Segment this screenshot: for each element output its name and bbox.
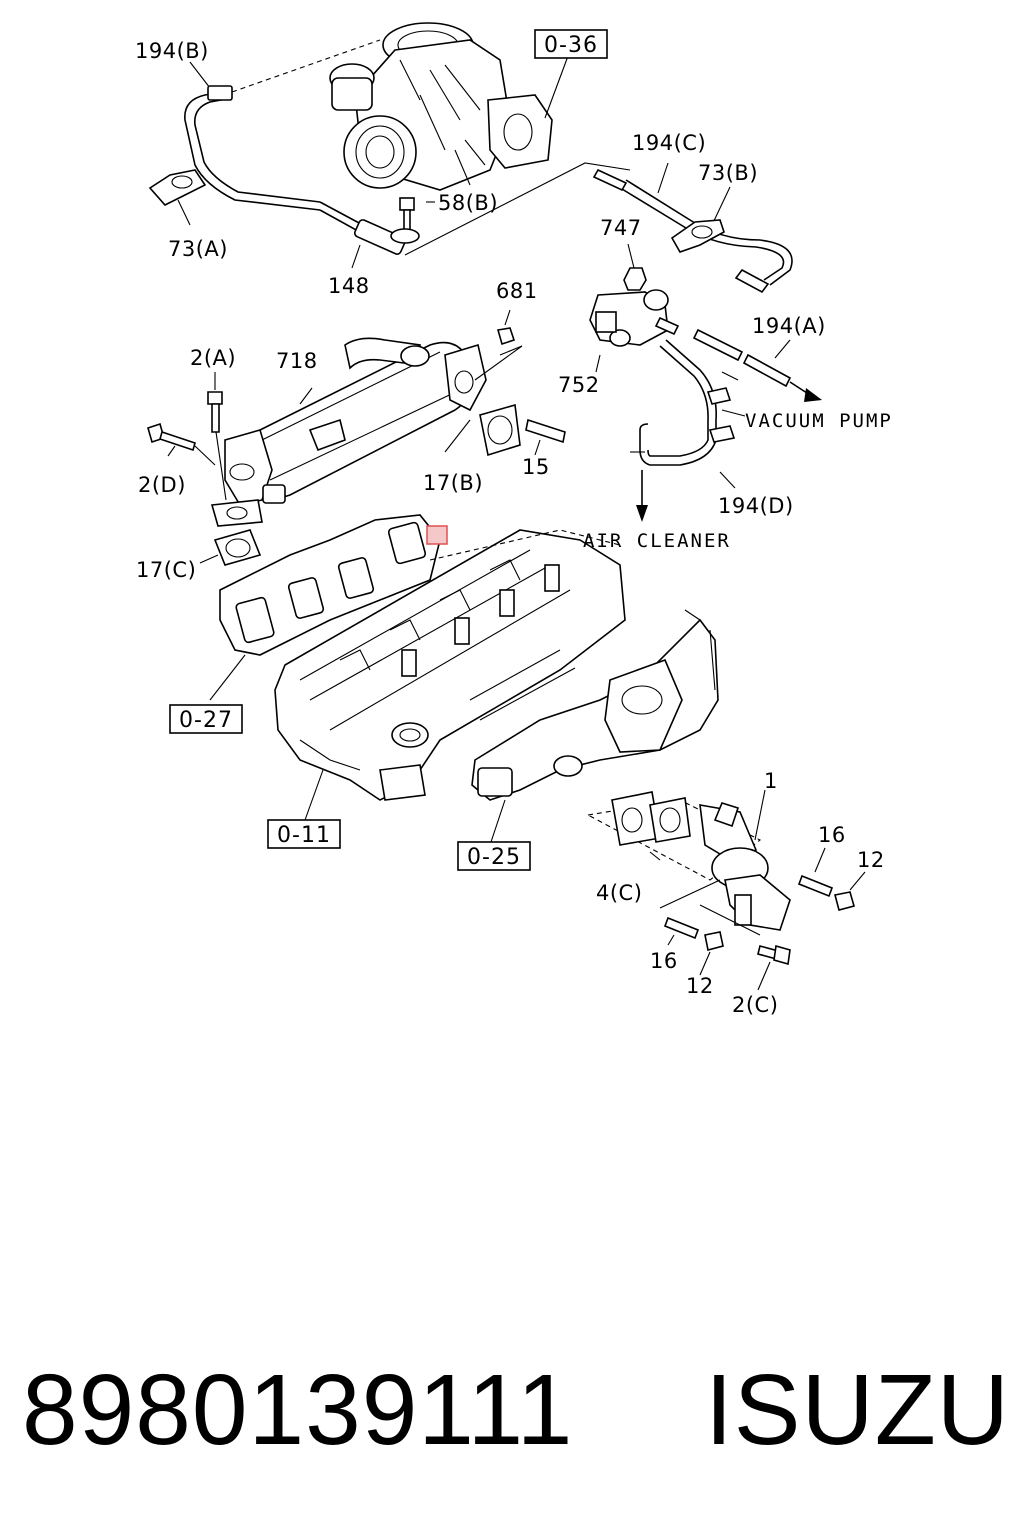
intake-manifold xyxy=(471,609,719,846)
highlight-marker xyxy=(426,525,448,545)
ref-box-0-25: 0-25 xyxy=(457,841,531,871)
svg-text:0-25: 0-25 xyxy=(467,845,521,870)
label-2a: 2(A) xyxy=(190,346,236,370)
footer-caption: 8980139111 ISUZU xyxy=(0,1345,1024,1475)
label-194b: 194(B) xyxy=(135,39,209,63)
label-17c: 17(C) xyxy=(136,558,196,582)
brand-name: ISUZU xyxy=(705,1354,1010,1466)
label-12-upper: 12 xyxy=(857,848,885,872)
ref-box-0-36: 0-36 xyxy=(534,29,608,59)
svg-text:0-11: 0-11 xyxy=(277,823,331,848)
gasket-17b xyxy=(479,403,521,457)
hose-194d xyxy=(630,339,746,522)
egr-cooler-718 xyxy=(210,337,487,527)
label-73a: 73(A) xyxy=(168,237,228,261)
clip-73b xyxy=(670,219,725,253)
svg-text:0-27: 0-27 xyxy=(179,708,233,733)
label-17b: 17(B) xyxy=(423,471,483,495)
label-1: 1 xyxy=(764,769,778,793)
turbocharger xyxy=(329,22,553,191)
label-73b: 73(B) xyxy=(698,161,758,185)
label-194c: 194(C) xyxy=(632,131,706,155)
label-2c: 2(C) xyxy=(732,993,778,1017)
nut-12-upper xyxy=(834,871,866,911)
label-15: 15 xyxy=(522,455,550,479)
turbo-leaders xyxy=(189,39,631,256)
bolt-2c xyxy=(757,944,791,991)
label-752: 752 xyxy=(558,373,600,397)
label-vacuum-pump: VACUUM PUMP xyxy=(745,410,893,432)
solenoid-752 xyxy=(589,243,680,373)
label-58b: 58(B) xyxy=(438,191,498,215)
label-2d: 2(D) xyxy=(138,473,186,497)
label-4c: 4(C) xyxy=(596,881,642,905)
svg-text:0-36: 0-36 xyxy=(544,33,598,58)
stud-16-lower xyxy=(663,916,700,946)
label-747: 747 xyxy=(600,216,642,240)
egr-valve-1 xyxy=(586,789,791,936)
bolt-2d xyxy=(147,422,216,466)
fitting-148 xyxy=(351,197,420,269)
label-681: 681 xyxy=(496,279,538,303)
gasket-17c xyxy=(199,529,262,566)
nut-681 xyxy=(474,309,523,381)
bolt-2a xyxy=(207,372,227,501)
label-194a: 194(A) xyxy=(752,314,826,338)
label-148: 148 xyxy=(328,274,370,298)
nut-12-lower xyxy=(699,931,724,976)
label-12-lower: 12 xyxy=(686,974,714,998)
label-194d: 194(D) xyxy=(718,494,794,518)
label-16-upper: 16 xyxy=(818,823,846,847)
stud-15 xyxy=(525,418,566,456)
ref-box-0-27: 0-27 xyxy=(169,704,243,734)
ref-box-0-11: 0-11 xyxy=(267,819,341,849)
clip-73a xyxy=(148,169,207,226)
hose-194a xyxy=(692,328,822,402)
cylinder-head xyxy=(274,529,626,821)
exhaust-manifold xyxy=(209,514,441,701)
label-718: 718 xyxy=(276,349,318,373)
label-air-cleaner: AIR CLEANER xyxy=(583,530,731,552)
label-16-lower: 16 xyxy=(650,949,678,973)
stud-16-upper xyxy=(797,847,834,898)
part-number: 8980139111 xyxy=(22,1354,574,1466)
